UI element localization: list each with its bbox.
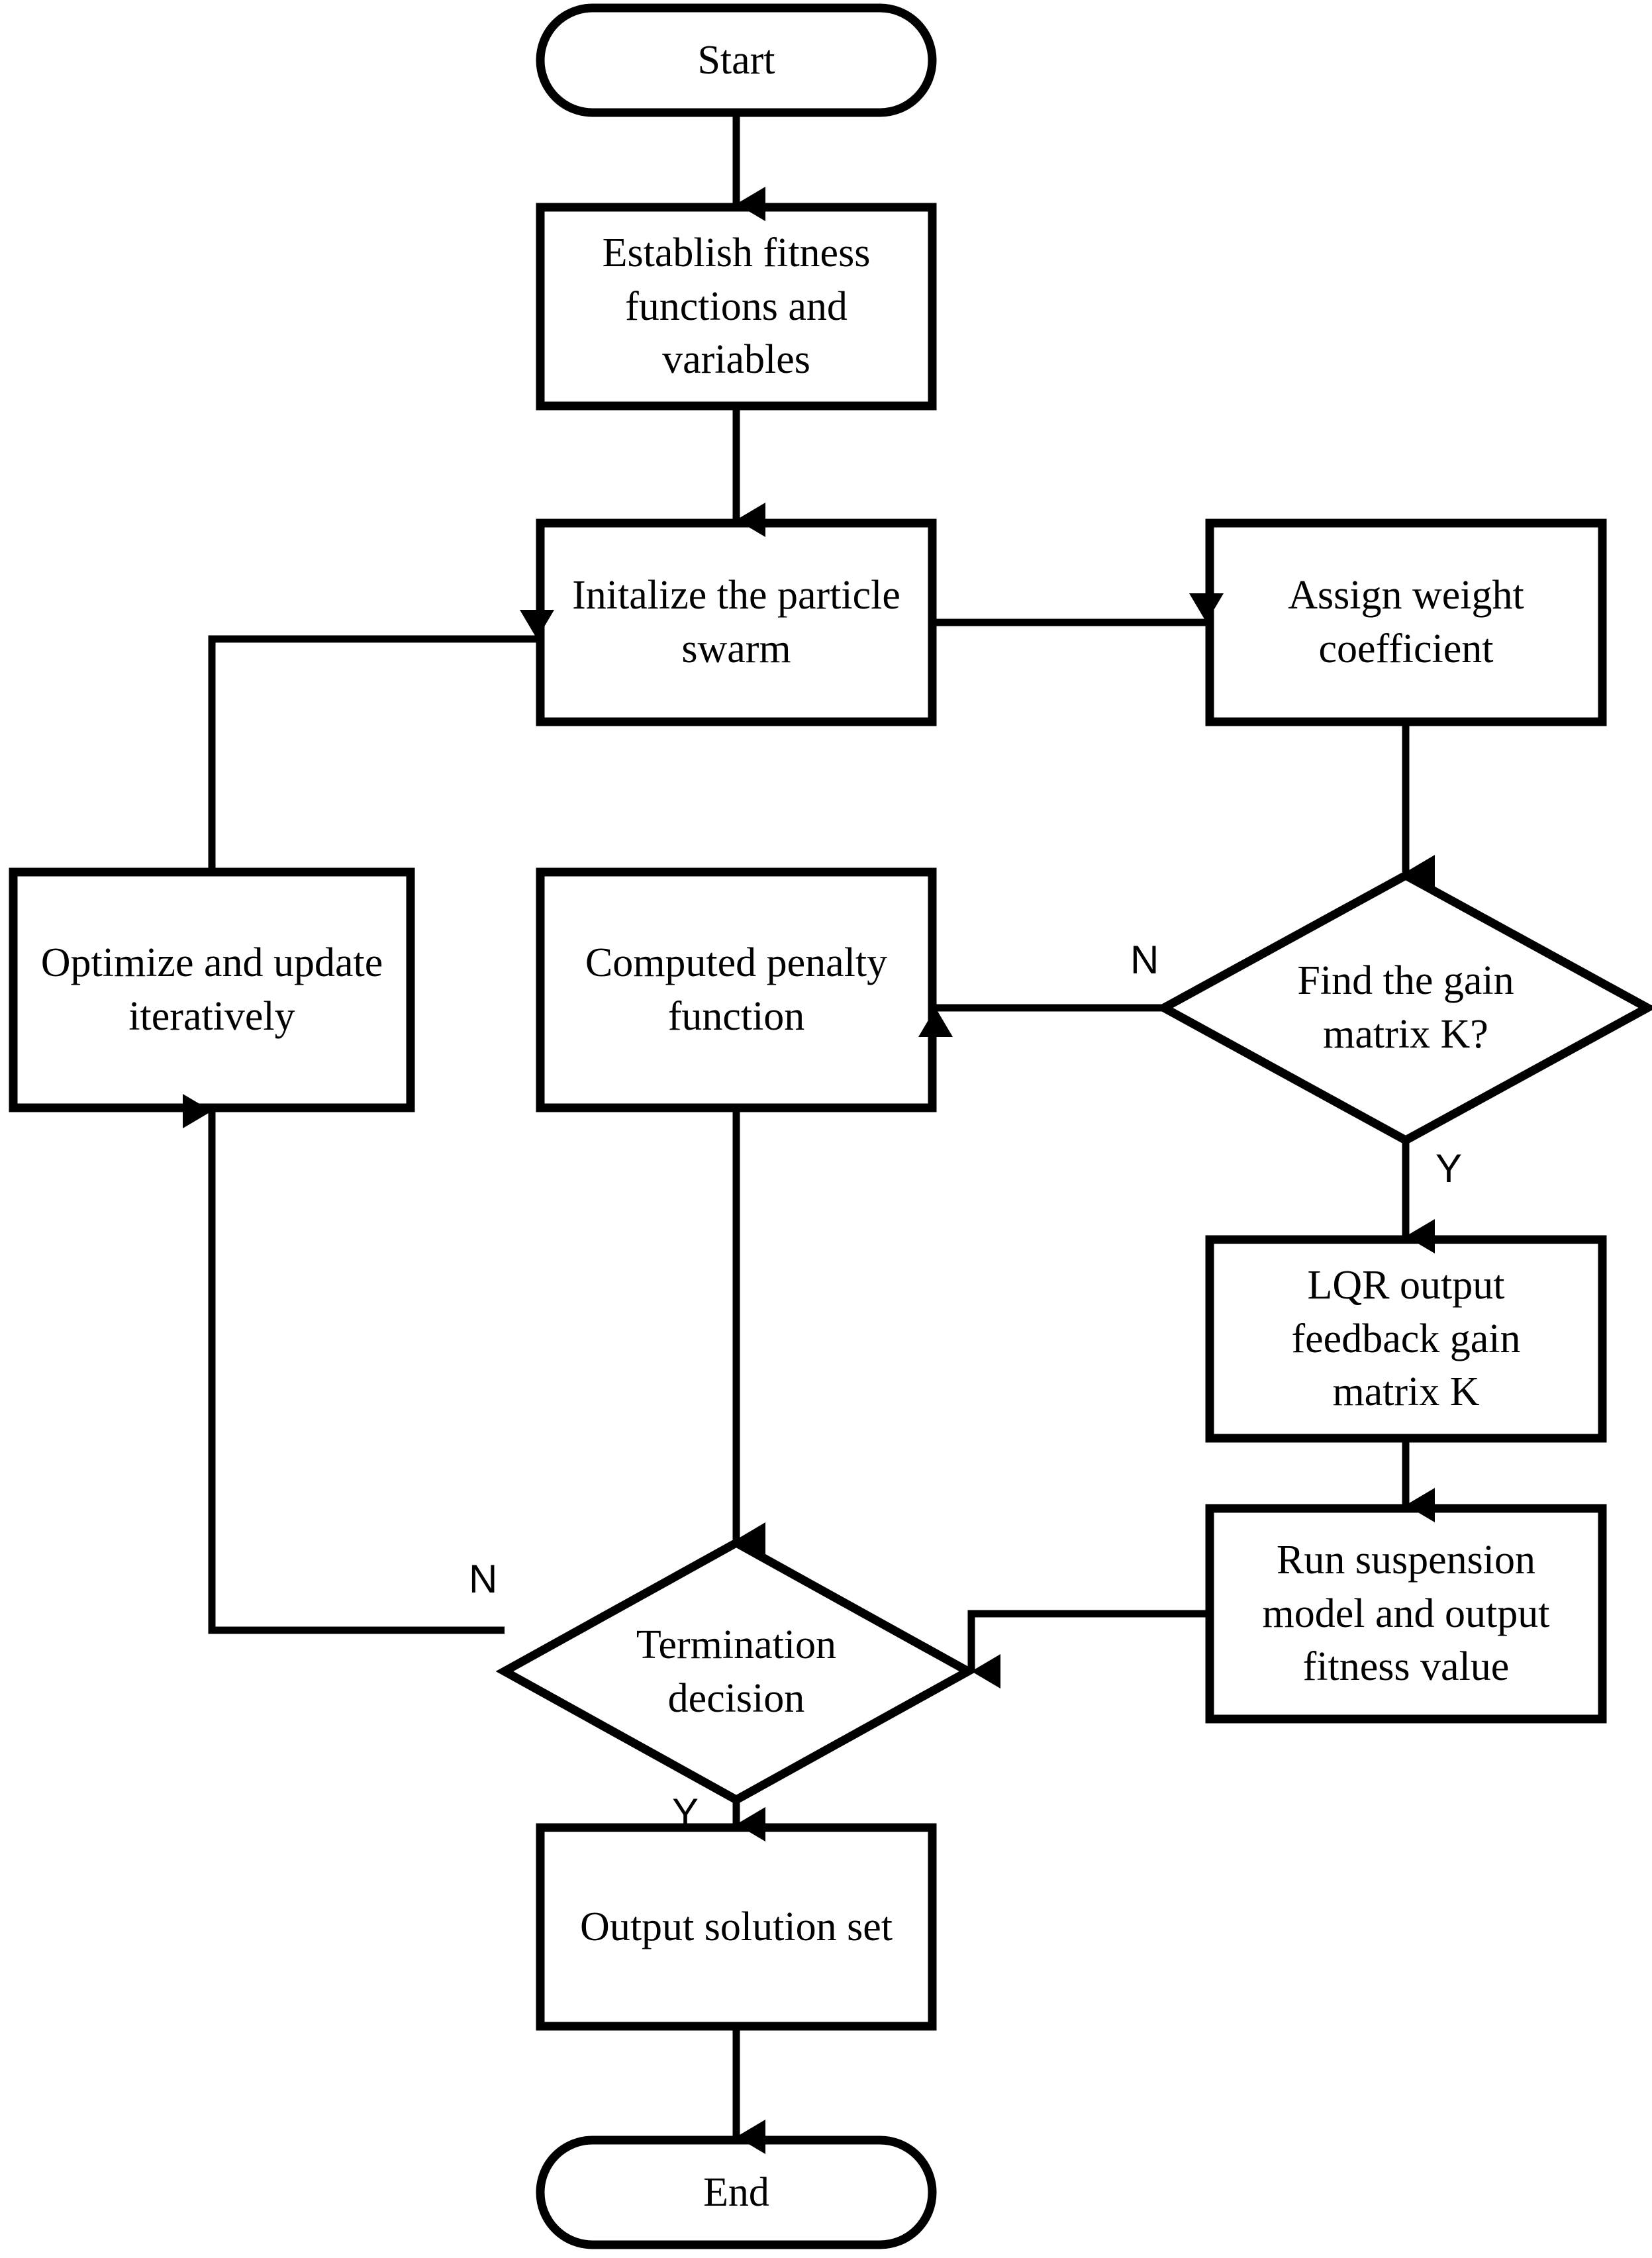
node-assign-weight-shape [1205,518,1607,726]
node-computed-penalty-shape [536,867,937,1112]
edge-termination-no-to-optimize [183,1094,505,1634]
node-termination-decision-shape [495,1538,977,1805]
node-output-solution-shape [536,1823,937,2031]
node-find-gain-matrix-shape [1155,870,1652,1146]
node-optimize-update-shape [9,867,415,1112]
node-lqr-gain-matrix-shape [1205,1235,1607,1443]
node-initialize-swarm-shape [536,518,937,726]
edge-run-suspension-to-termination [967,1610,1210,1689]
node-run-suspension-shape [1205,1504,1607,1724]
node-start-shape [536,3,937,117]
edge-optimize-to-initialize [208,610,554,872]
node-end-shape [536,2135,937,2249]
node-establish-fitness-shape [536,203,937,411]
